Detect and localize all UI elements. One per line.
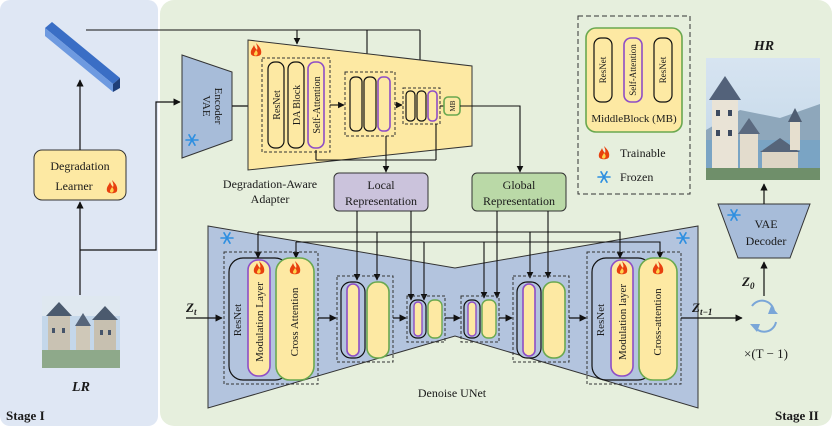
adapter-resnet (267, 61, 285, 149)
unet-caption: Denoise UNet (418, 386, 487, 400)
degradation-vector (45, 22, 120, 92)
adapter-label-sa: Self-Attention (312, 76, 323, 133)
lr-image (42, 296, 120, 368)
stage1-label: Stage I (6, 408, 45, 423)
lr-to-encoder-line (80, 98, 181, 251)
unet-right-label-modulation: Modulation layer (617, 284, 629, 360)
hr-image (706, 58, 820, 180)
global-representation-line1: Global (503, 178, 536, 192)
adapter-caption-line2: Adapter (251, 192, 290, 206)
adapter-caption-line1: Degradation-Aware (223, 177, 317, 191)
unet-left-label-cross: Cross Attention (289, 287, 301, 356)
vae-encoder (181, 54, 233, 159)
legend-frozen: Frozen (620, 170, 653, 184)
unet-left-label-modulation: Modulation Layer (254, 282, 266, 362)
unet-right-label-cross: Cross-attention (652, 288, 664, 356)
legend-mb-sa: Self-Attention (628, 44, 638, 96)
unet-left-label-resnet: ResNet (232, 304, 244, 336)
loop-count: ×(T − 1) (744, 346, 788, 361)
legend-box (577, 15, 691, 195)
vae-decoder (717, 203, 811, 259)
degradation-learner-line2: Learner (55, 179, 92, 193)
unet-right-label-resnet: ResNet (595, 304, 607, 336)
legend-mb-caption: MiddleBlock (MB) (591, 113, 677, 125)
global-representation (471, 172, 567, 212)
loop-icon (750, 299, 778, 333)
vae-encoder-line1: VAE (200, 95, 212, 116)
vae-decoder-line2: Decoder (746, 234, 787, 248)
legend-trainable: Trainable (620, 146, 666, 160)
adapter-label-resnet: ResNet (272, 90, 283, 120)
unet-right-cross-attention (638, 257, 678, 381)
vae-encoder-line2: Encoder (212, 88, 224, 125)
global-representation-line2: Representation (483, 194, 555, 208)
adapter-self-attention (307, 61, 325, 149)
hr-label: HR (753, 39, 774, 54)
legend-mb-resnet1: ResNet (598, 56, 608, 83)
local-representation-line2: Representation (345, 194, 417, 208)
zt1-label: Zt−1 (691, 300, 712, 317)
local-representation (333, 172, 429, 212)
adapter-da-block (287, 61, 305, 149)
degradation-learner-line1: Degradation (50, 159, 109, 173)
unet-right-modulation (610, 259, 634, 377)
z0-label: Z0 (741, 274, 755, 291)
unet-left-modulation (247, 259, 271, 377)
local-representation-line1: Local (367, 178, 395, 192)
legend-mb-resnet2: ResNet (658, 56, 668, 83)
denoise-unet (207, 225, 699, 409)
vae-decoder-line1: VAE (754, 217, 777, 231)
lr-label: LR (71, 380, 90, 395)
unet-left-cross-attention (275, 257, 315, 381)
zt-label: Zt (185, 300, 197, 317)
stage2-label: Stage II (775, 408, 819, 423)
adapter-mb-label: MB (449, 100, 457, 111)
adapter-label-da: DA Block (292, 85, 303, 125)
